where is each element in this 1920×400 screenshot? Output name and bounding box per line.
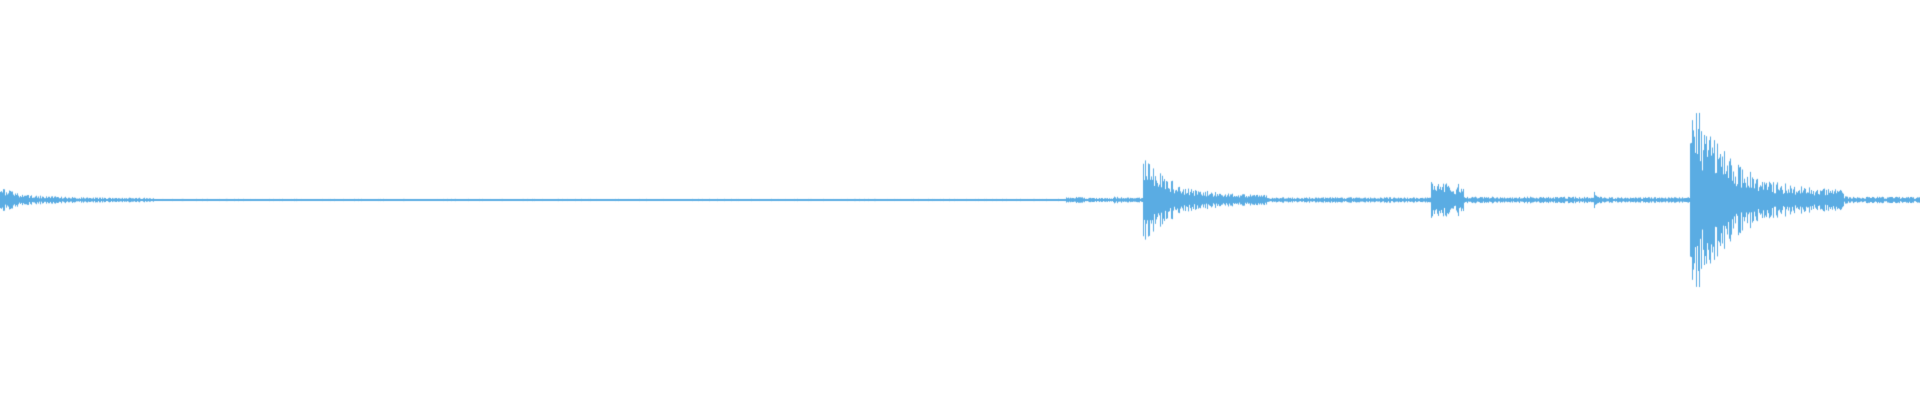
audio-waveform <box>0 0 1920 400</box>
